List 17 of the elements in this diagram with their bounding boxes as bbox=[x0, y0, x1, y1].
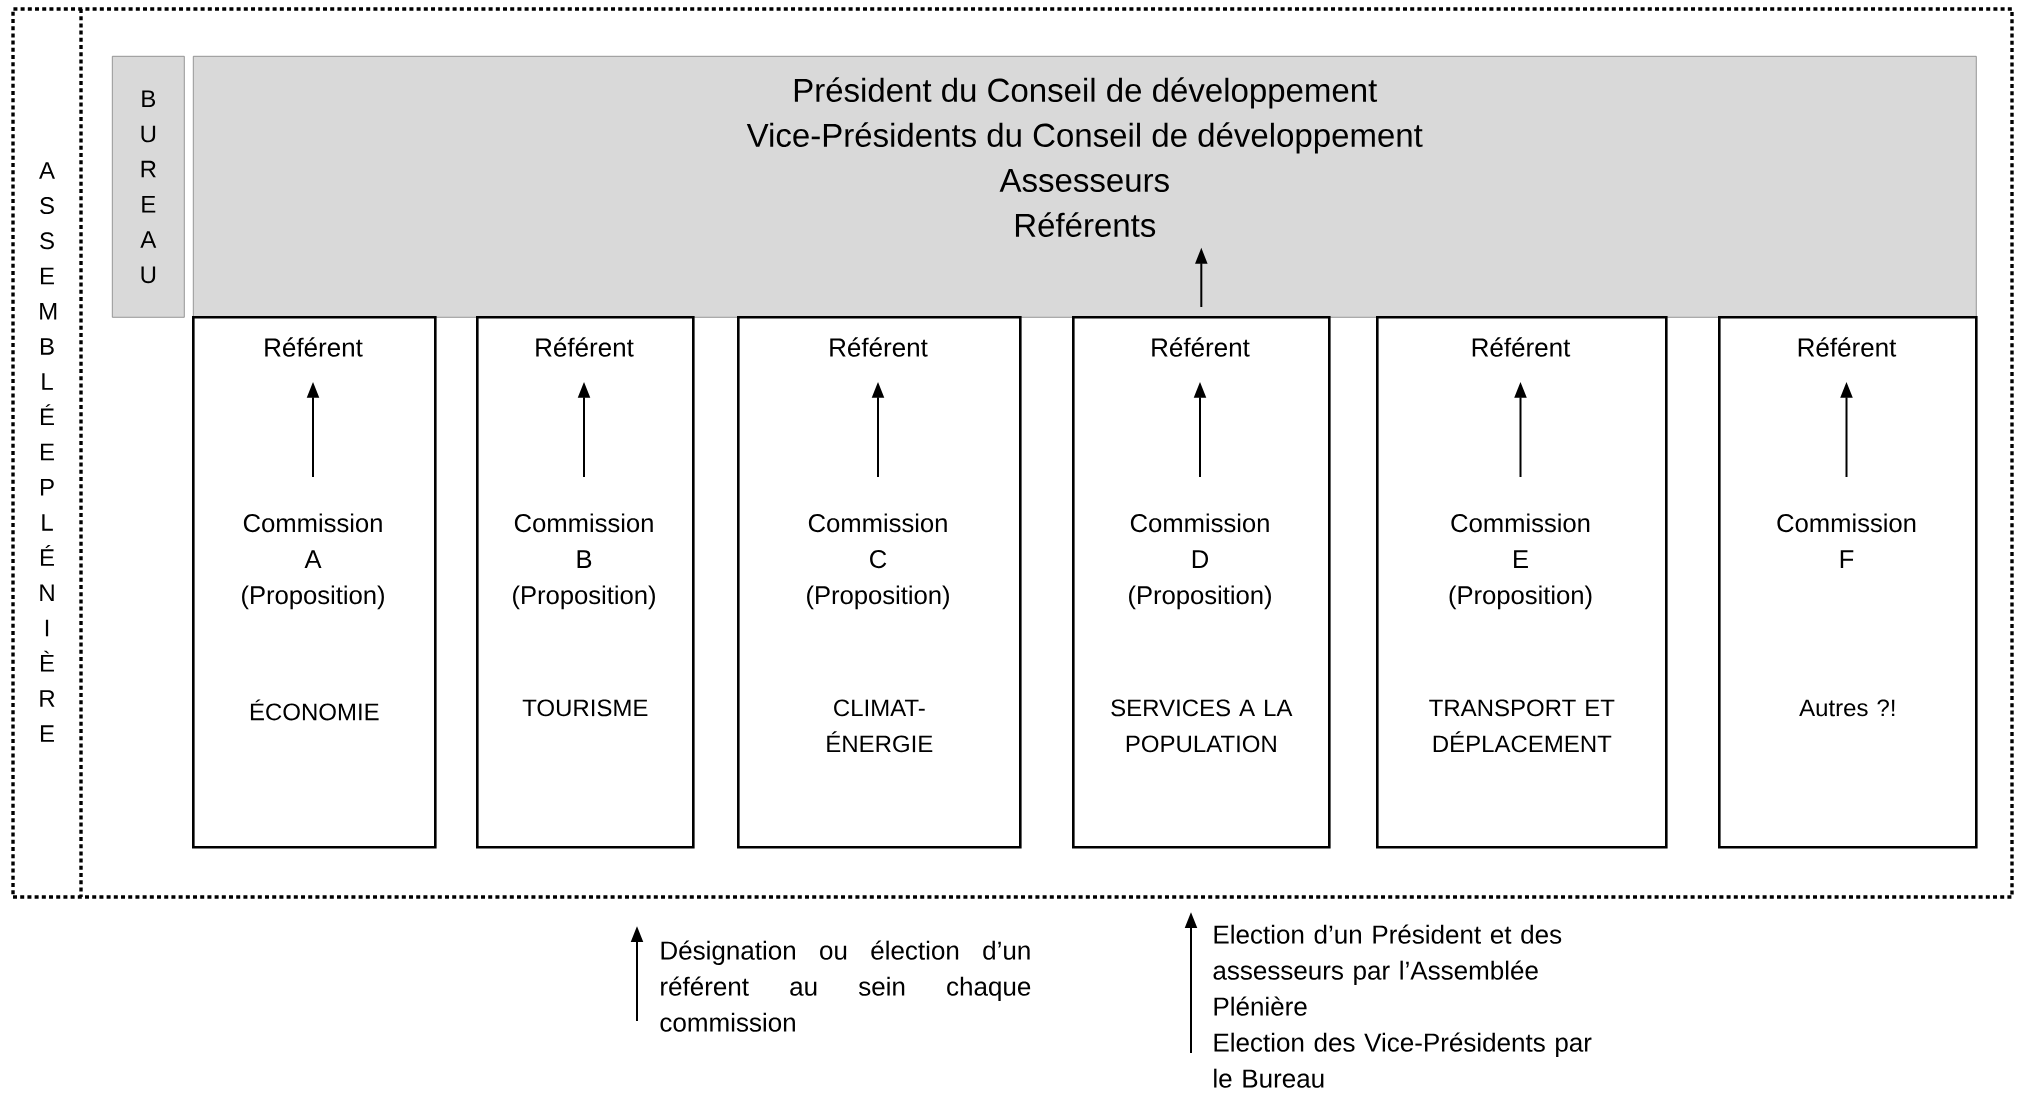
referent-label: Référent bbox=[1152, 337, 1250, 357]
commission-label: Commission D (Proposition) bbox=[1129, 513, 1271, 610]
commission-label: Commission B (Proposition) bbox=[513, 513, 655, 610]
commission-label: Commission A (Proposition) bbox=[242, 513, 384, 610]
referent-label: Référent bbox=[265, 337, 363, 357]
bureau-panel: Président du Conseil de développement Vice-Présidents du Conseil de développement Assesseurs Référents bbox=[192, 55, 1977, 318]
commission-label: Commission C (Proposition) bbox=[807, 513, 949, 610]
bureau-box: BUREAU bbox=[111, 55, 185, 318]
referent-label: Référent bbox=[536, 337, 634, 357]
referent-label: Référent bbox=[1472, 337, 1571, 357]
legend-text: Désignation ou élection d’un référent au sein chaque commission bbox=[660, 940, 1031, 1032]
legend-text: Election d’un Président et des assesseurs par l’Assemblée Plénière bbox=[1213, 924, 1562, 1016]
commission-label: Commission F bbox=[1777, 513, 1916, 568]
legend-text: Election des Vice-Présidents par le Bureau bbox=[1214, 1032, 1592, 1088]
commission-label: Commission E (Proposition) bbox=[1449, 513, 1592, 610]
referent-label: Référent bbox=[830, 337, 928, 357]
referent-label: Référent bbox=[1798, 337, 1897, 357]
